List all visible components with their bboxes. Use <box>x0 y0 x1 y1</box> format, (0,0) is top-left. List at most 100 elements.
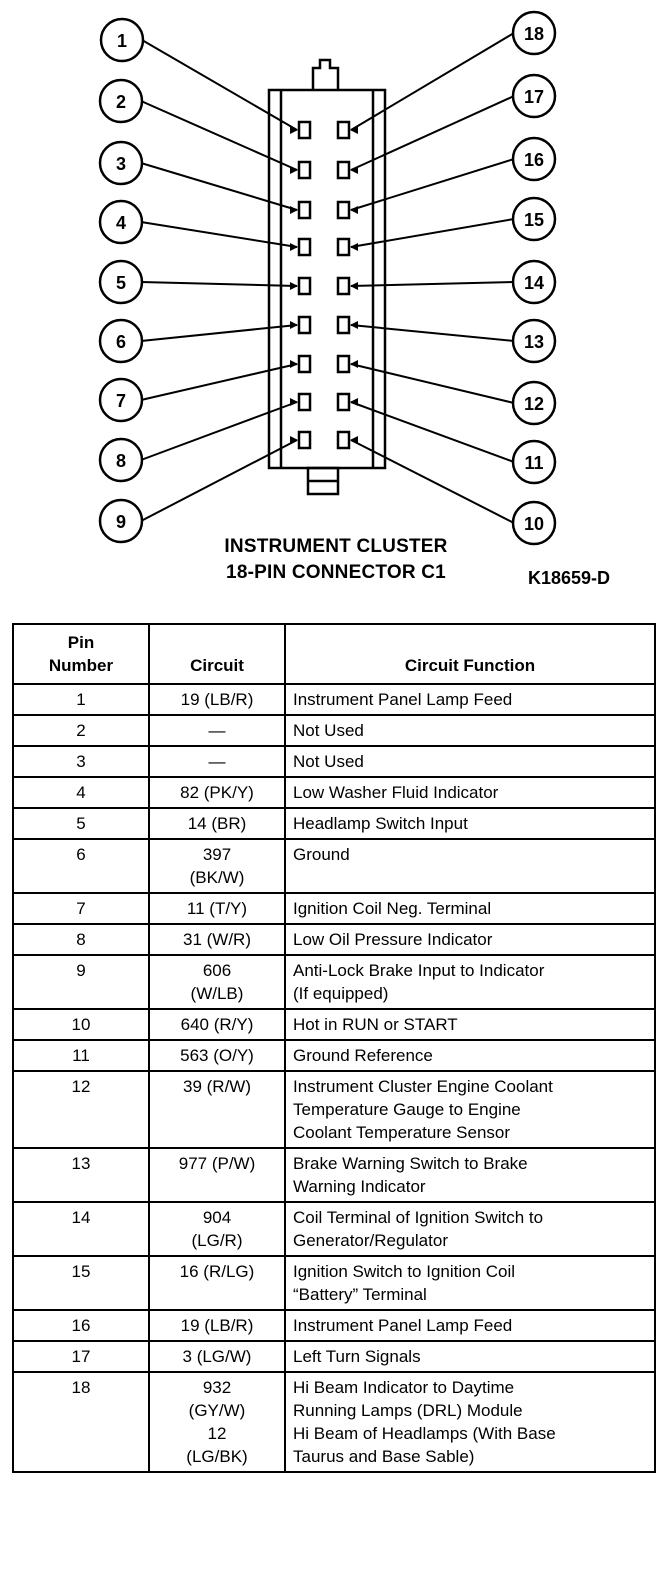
leader-line <box>350 281 515 287</box>
cell-circuit-function: Instrument Cluster Engine Coolant Temper… <box>284 1070 656 1149</box>
cell-circuit: 904 (LG/R) <box>148 1201 286 1257</box>
leader-arrowhead <box>290 321 298 329</box>
leader-arrowhead <box>290 398 298 406</box>
pin-cavity <box>336 315 351 335</box>
leader-arrowhead <box>290 166 298 174</box>
cell-circuit-function: Brake Warning Switch to Brake Warning In… <box>284 1147 656 1203</box>
cell-circuit: 19 (LB/R) <box>148 1309 286 1342</box>
leader-arrowhead <box>350 360 358 368</box>
cell-circuit-function: Ignition Switch to Ignition Coil “Batter… <box>284 1255 656 1311</box>
pin-callout-circle <box>99 17 145 63</box>
pin-cavity <box>297 237 312 257</box>
cell-circuit-function: Low Oil Pressure Indicator <box>284 923 656 956</box>
pin-callout-label: 8 <box>116 451 126 471</box>
leader-line <box>350 324 515 342</box>
pin-callout-circle <box>98 259 144 305</box>
leader-arrowhead <box>290 436 298 444</box>
cell-circuit: 82 (PK/Y) <box>148 776 286 809</box>
pin-cavity <box>336 160 351 180</box>
cell-circuit: 19 (LB/R) <box>148 683 286 716</box>
pin-cavity <box>297 120 312 140</box>
cell-circuit: 932 (GY/W) 12 (LG/BK) <box>148 1371 286 1473</box>
pin-cavity <box>336 276 351 296</box>
cell-pin-number: 14 <box>12 1201 150 1257</box>
header-circuit-function: Circuit Function <box>284 623 656 685</box>
diagram-caption-line2: 18-PIN CONNECTOR C1 <box>226 562 446 583</box>
pin-cavity <box>297 276 312 296</box>
pin-callout-label: 6 <box>116 332 126 352</box>
leader-lines <box>140 32 515 524</box>
cell-circuit-function: Headlamp Switch Input <box>284 807 656 840</box>
cell-pin-number: 9 <box>12 954 150 1010</box>
cell-circuit: 977 (P/W) <box>148 1147 286 1203</box>
leader-line <box>140 401 298 461</box>
pin-callout-label: 3 <box>116 154 126 174</box>
cell-circuit-function: Anti-Lock Brake Input to Indicator (If e… <box>284 954 656 1010</box>
leader-line <box>140 363 298 401</box>
leader-line <box>140 162 298 211</box>
pin-callout-label: 2 <box>116 92 126 112</box>
pin-cavity <box>336 354 351 374</box>
leader-arrowhead <box>350 243 358 251</box>
pin-callout-circle <box>98 498 144 544</box>
header-circuit: Circuit <box>148 623 286 685</box>
pin-callout-circle <box>98 199 144 245</box>
cell-circuit: 3 (LG/W) <box>148 1340 286 1373</box>
leader-arrowhead <box>350 166 358 174</box>
table-row: 2—Not Used <box>12 714 656 747</box>
leader-arrowhead <box>290 243 298 251</box>
pin-callout-label: 17 <box>524 87 544 107</box>
leader-arrowhead <box>290 126 298 134</box>
pin-callout-circle <box>511 318 557 364</box>
cell-circuit-function: Instrument Panel Lamp Feed <box>284 1309 656 1342</box>
cell-circuit-function: Hi Beam Indicator to Daytime Running Lam… <box>284 1371 656 1473</box>
cell-pin-number: 10 <box>12 1008 150 1041</box>
cell-circuit-function: Not Used <box>284 714 656 747</box>
leader-line <box>350 401 515 463</box>
pin-cavities <box>297 120 351 450</box>
cell-pin-number: 8 <box>12 923 150 956</box>
leader-line <box>140 281 298 287</box>
pin-callout-label: 12 <box>524 394 544 414</box>
pin-callout-circle <box>98 140 144 186</box>
pin-cavity <box>336 200 351 220</box>
pin-callout-label: 7 <box>116 391 126 411</box>
pin-cavity <box>336 120 351 140</box>
pin-callout-circle <box>98 377 144 423</box>
pin-cavity <box>297 430 312 450</box>
pin-callout-circle <box>511 10 557 56</box>
leader-arrowhead <box>350 321 358 329</box>
cell-pin-number: 15 <box>12 1255 150 1311</box>
cell-pin-number: 16 <box>12 1309 150 1342</box>
leader-line <box>350 218 515 248</box>
pin-callout-label: 15 <box>524 210 544 230</box>
connector-body <box>267 58 387 496</box>
leader-line <box>140 100 298 171</box>
pin-callout-circle <box>98 318 144 364</box>
pin-cavity <box>297 354 312 374</box>
cell-pin-number: 11 <box>12 1039 150 1072</box>
leader-line <box>350 439 515 524</box>
table-row: 3—Not Used <box>12 745 656 778</box>
pin-callout-label: 18 <box>524 24 544 44</box>
pin-callout-label: 14 <box>524 273 544 293</box>
header-pin-number: Pin Number <box>12 623 150 685</box>
pin-callout-label: 11 <box>524 453 543 473</box>
leader-arrowhead <box>350 206 358 214</box>
pin-callout-circle <box>511 136 557 182</box>
leader-arrowhead <box>290 360 298 368</box>
leader-arrowhead <box>350 282 358 290</box>
pin-cavity <box>297 200 312 220</box>
